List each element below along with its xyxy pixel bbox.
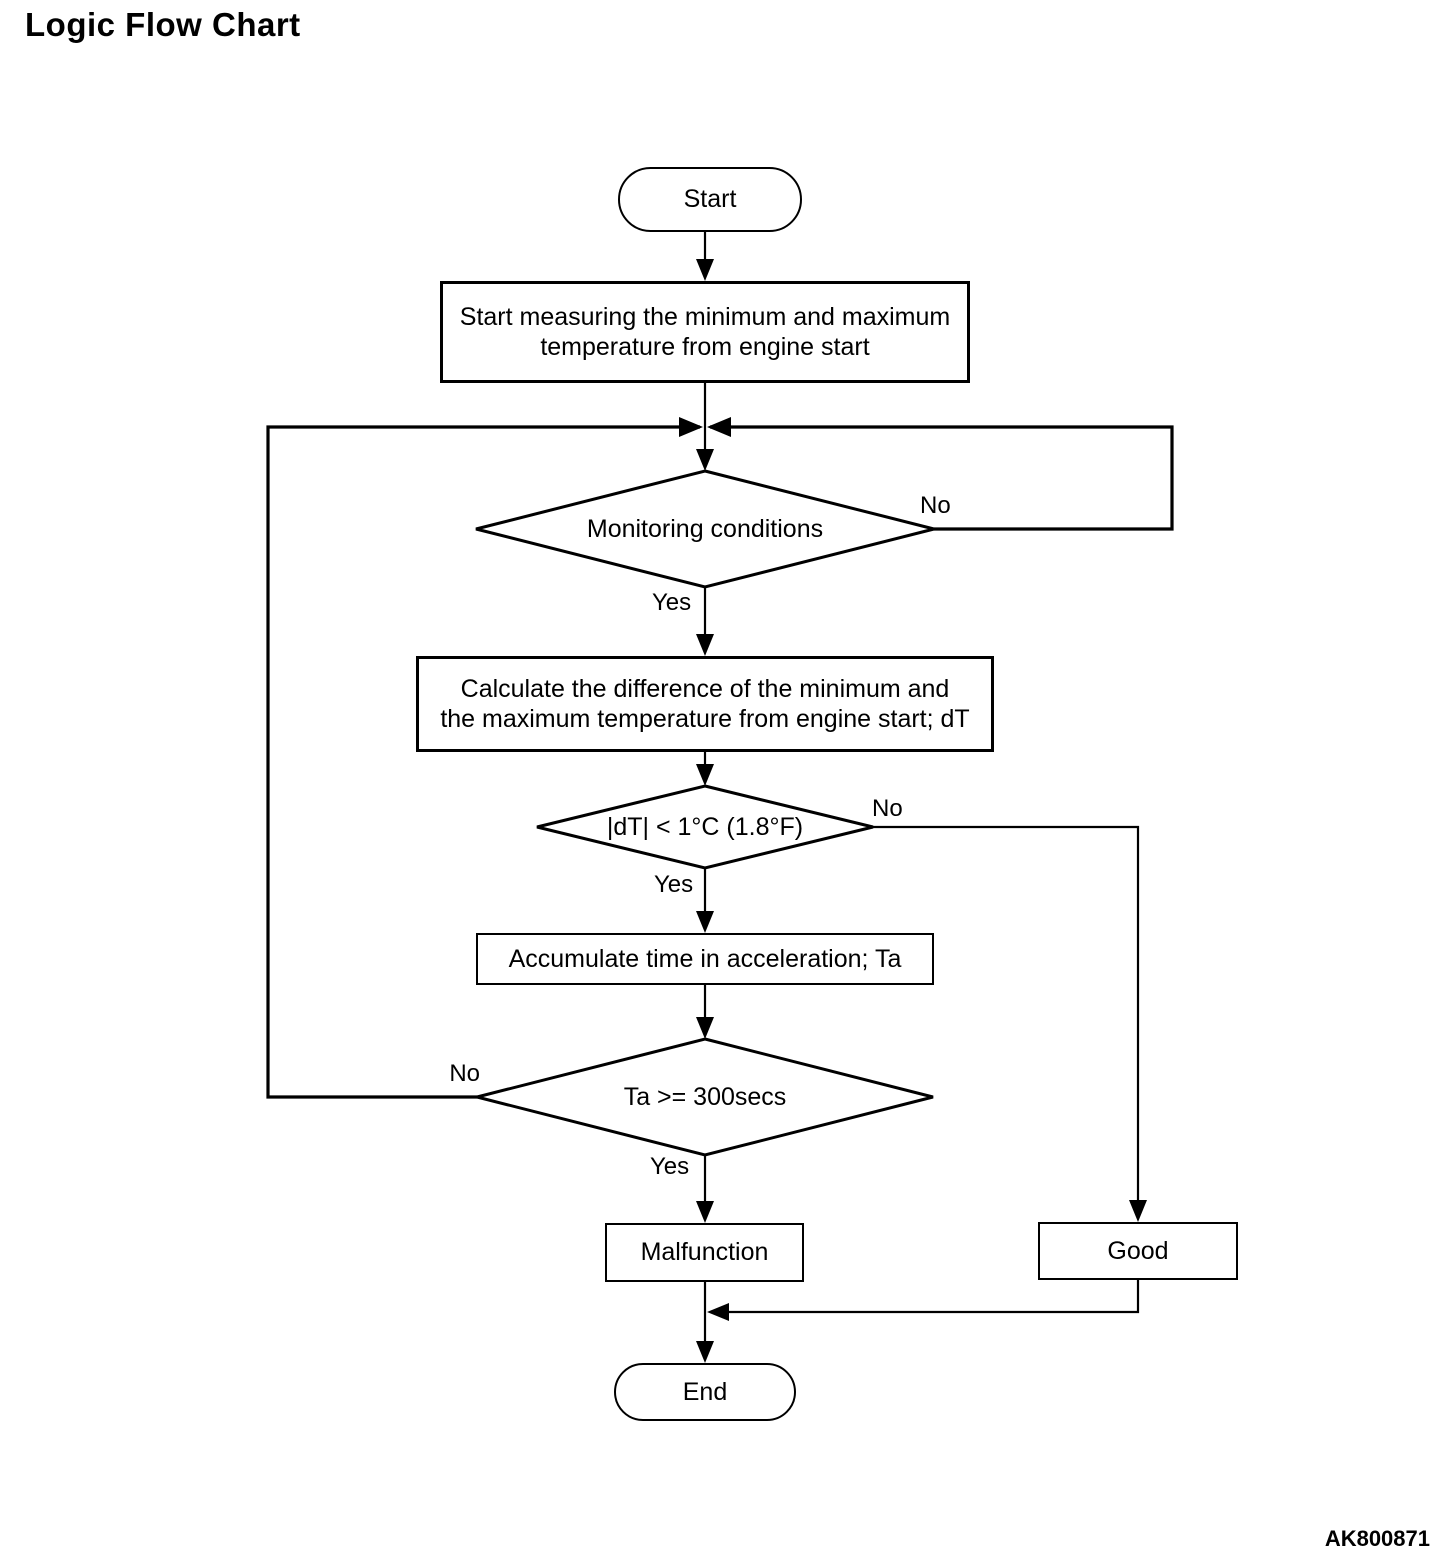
edge-ta-no-loop [266, 425, 700, 1099]
ta-yes-label: Yes [648, 1153, 692, 1181]
arrowhead-into-ta [696, 1017, 714, 1039]
ta-diamond-label: Ta >= 300secs [623, 1082, 787, 1111]
edge-good-to-join [729, 1280, 1140, 1314]
arrowhead-into-dt [696, 764, 714, 786]
monitoring-diamond-shape [475, 469, 935, 589]
arrowhead-into-malfunction [696, 1201, 714, 1223]
arrowhead-junction-from-right [707, 417, 731, 437]
start-terminator: Start [618, 167, 802, 232]
dt-no-label: No [870, 795, 905, 823]
accumulate-process-box: Accumulate time in acceleration; Ta [476, 933, 934, 985]
arrowhead-into-good [1129, 1200, 1147, 1222]
edge-dt-no [872, 825, 1140, 1200]
dt-diamond-shape [536, 784, 874, 870]
arrowhead-into-calculate [696, 634, 714, 656]
malfunction-result-box: Malfunction [605, 1223, 804, 1282]
monitoring-diamond-label: Monitoring conditions [586, 514, 824, 543]
monitoring-no-label: No [918, 492, 953, 520]
dt-yes-label: Yes [652, 871, 696, 899]
edge-monitoring-no-loop [710, 425, 1174, 531]
monitoring-yes-label: Yes [650, 589, 694, 617]
ta-diamond-shape [476, 1037, 934, 1157]
arrowhead-into-monitoring [696, 449, 714, 471]
arrowhead-into-end [696, 1341, 714, 1363]
arrowhead-into-measure [696, 259, 714, 281]
page-title: Logic Flow Chart [25, 6, 301, 43]
arrowhead-into-accumulate [696, 911, 714, 933]
arrowhead-good-join [707, 1303, 729, 1321]
calculate-process-box: Calculate the difference of the minimum … [416, 656, 994, 752]
dt-diamond-label: |dT| < 1°C (1.8°F) [606, 812, 804, 841]
figure-code: AK800871 [1324, 1526, 1430, 1551]
ta-no-label: No [436, 1060, 482, 1088]
good-result-box: Good [1038, 1222, 1238, 1280]
measure-process-box: Start measuring the minimum and maximum … [440, 281, 970, 383]
end-terminator: End [614, 1363, 796, 1421]
arrowhead-junction-from-left [679, 417, 703, 437]
